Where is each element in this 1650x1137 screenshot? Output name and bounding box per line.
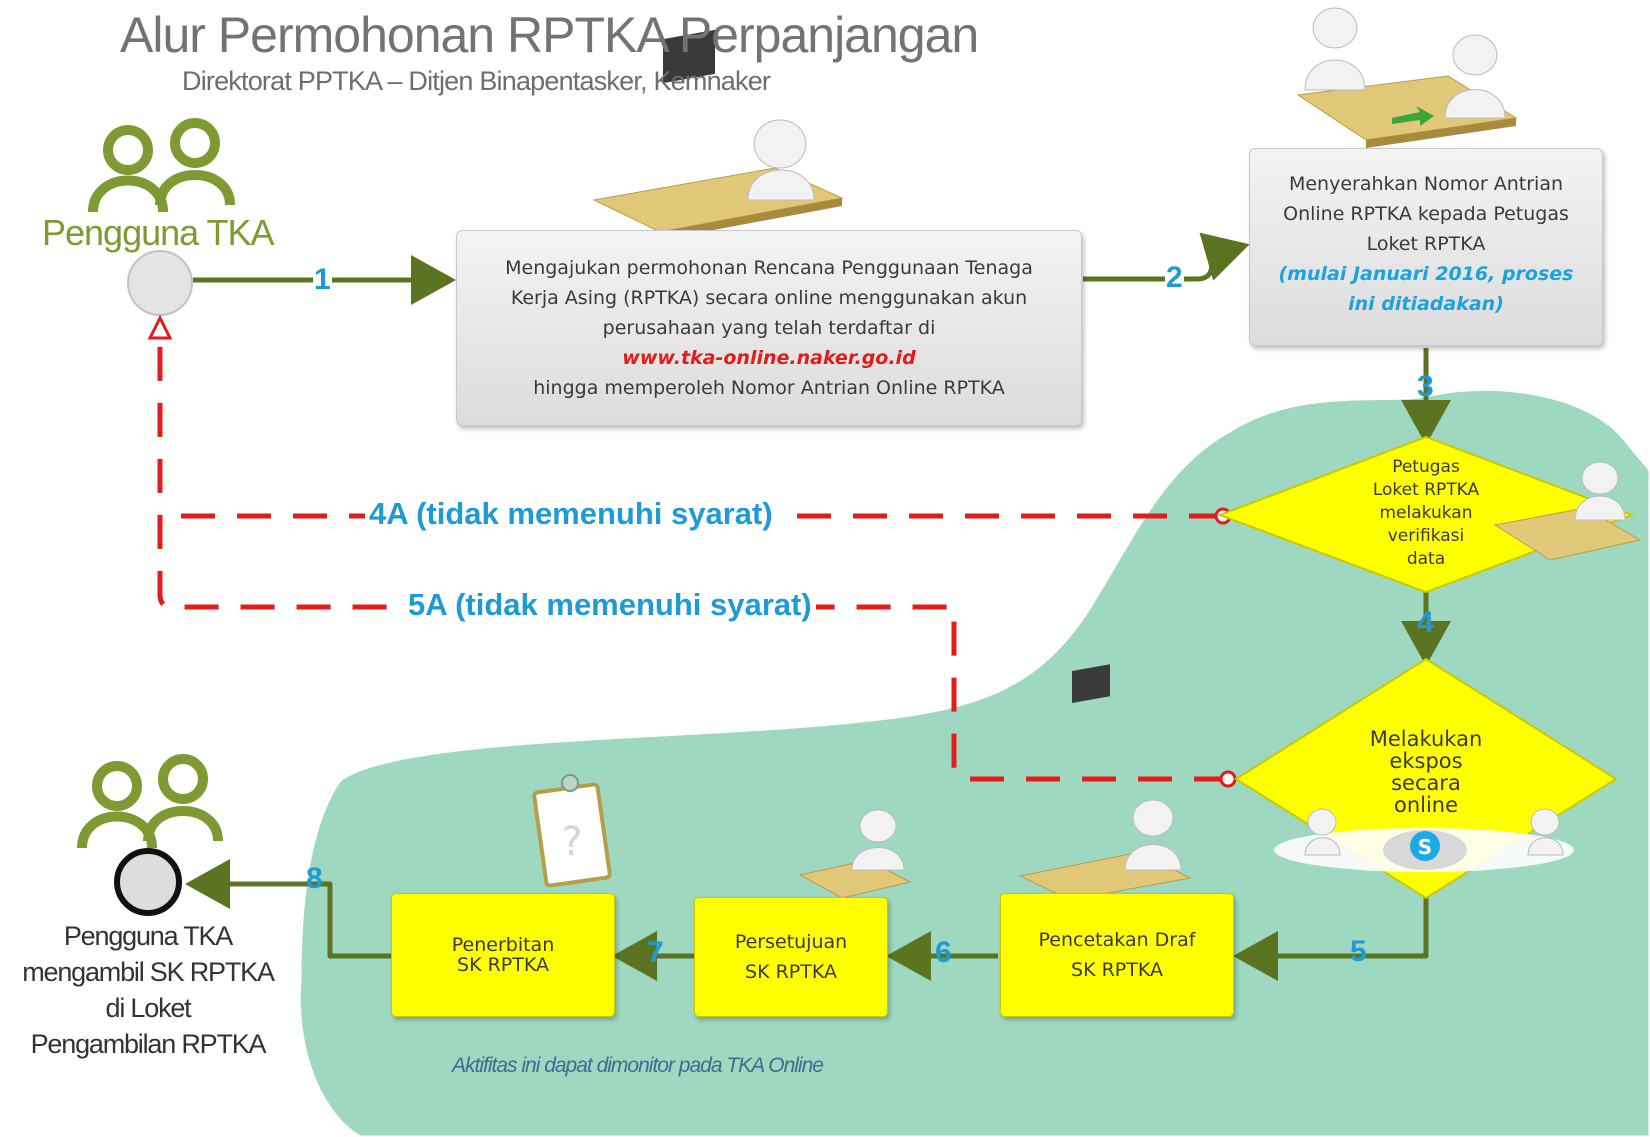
svg-text:S: S — [1418, 835, 1432, 859]
svg-text:?: ? — [561, 819, 582, 865]
reject-label-5a: 5A (tidak memenuhi syarat) — [404, 587, 816, 623]
monitor-note: Aktifitas ini dapat dimonitor pada TKA O… — [452, 1054, 824, 1077]
desk-computer-illustration — [592, 29, 844, 240]
submit-line-5: hingga memperoleh Nomor Antrian Online R… — [533, 377, 1005, 399]
clipboard-illustration: ? — [532, 774, 612, 888]
submit-line-3: perusahaan yang telah terdaftar di — [602, 317, 936, 339]
step-number-1: 1 — [313, 263, 332, 296]
handover-note: (mulai Januari 2016, proses ini ditiadak… — [1278, 263, 1574, 315]
step-number-8: 8 — [306, 862, 323, 895]
verify-diamond — [1217, 435, 1635, 594]
reject-label-4a: 4A (tidak memenuhi syarat) — [365, 496, 777, 532]
final-actor-label: Pengguna TKA mengambil SK RPTKA di Loket… — [22, 921, 275, 1059]
handover-queue-box: Menyerahkan Nomor Antrian Online RPTKA k… — [1249, 148, 1603, 346]
approve-line-1: Persetujuan — [734, 931, 848, 953]
flow-arrow-2 — [1083, 232, 1250, 282]
user-group-icon-final — [77, 754, 223, 849]
step-number-4: 4 — [1417, 606, 1434, 639]
approve-line-2: SK RPTKA — [745, 961, 837, 983]
handover-illustration — [1296, 7, 1518, 148]
flow-arrow-8 — [185, 859, 392, 959]
issuance-box: Penerbitan SK RPTKA — [391, 893, 615, 1017]
step-number-3: 3 — [1417, 370, 1434, 403]
end-node — [114, 848, 182, 916]
start-node — [127, 250, 193, 316]
submit-line-2: Kerja Asing (RPTKA) secara online menggu… — [510, 287, 1028, 309]
flow-arrow-5 — [1233, 896, 1429, 981]
diagram-subtitle: Direktorat PPTKA – Ditjen Binapentasker,… — [182, 66, 771, 96]
reject-line-5a — [157, 332, 1228, 782]
handover-line-1: Menyerahkan Nomor Antrian — [1288, 173, 1564, 195]
approval-box: Persetujuan SK RPTKA — [694, 897, 888, 1017]
reject-arrowhead — [147, 314, 173, 340]
expose-text: Melakukan ekspos secara online — [1369, 727, 1483, 817]
print-draft-box: Pencetakan Draf SK RPTKA — [1000, 893, 1234, 1017]
online-meeting-illustration: S — [1274, 808, 1574, 872]
handover-line-2: Online RPTKA kepada Petugas — [1283, 203, 1569, 225]
submit-url: www.tka-online.naker.go.id — [622, 347, 916, 369]
step-number-7: 7 — [647, 936, 664, 969]
diagram-title: Alur Permohonan RPTKA Perpanjangan — [120, 7, 979, 63]
submit-application-box: Mengajukan permohonan Rencana Penggunaan… — [456, 230, 1082, 426]
issue-line-1: Penerbitan — [451, 934, 555, 956]
print-desk-illustration — [1018, 664, 1192, 901]
approve-desk-illustration — [798, 809, 912, 899]
handover-line-3: Loket RPTKA — [1366, 233, 1486, 255]
user-group-icon — [88, 118, 235, 213]
verify-text: Petugas Loket RPTKA melakukan verifikasi… — [1372, 457, 1480, 569]
submit-line-1: Mengajukan permohonan Rencana Penggunaan… — [505, 257, 1033, 279]
reject-origin-5a — [1219, 770, 1237, 788]
step-number-2: 2 — [1165, 261, 1184, 294]
user-label: Pengguna TKA — [42, 212, 275, 253]
issue-line-2: SK RPTKA — [457, 954, 549, 976]
step-number-5: 5 — [1350, 935, 1367, 968]
step-number-6: 6 — [935, 936, 952, 969]
print-line-1: Pencetakan Draf — [1038, 929, 1196, 951]
print-line-2: SK RPTKA — [1071, 959, 1163, 981]
verify-illustration — [1493, 461, 1642, 561]
